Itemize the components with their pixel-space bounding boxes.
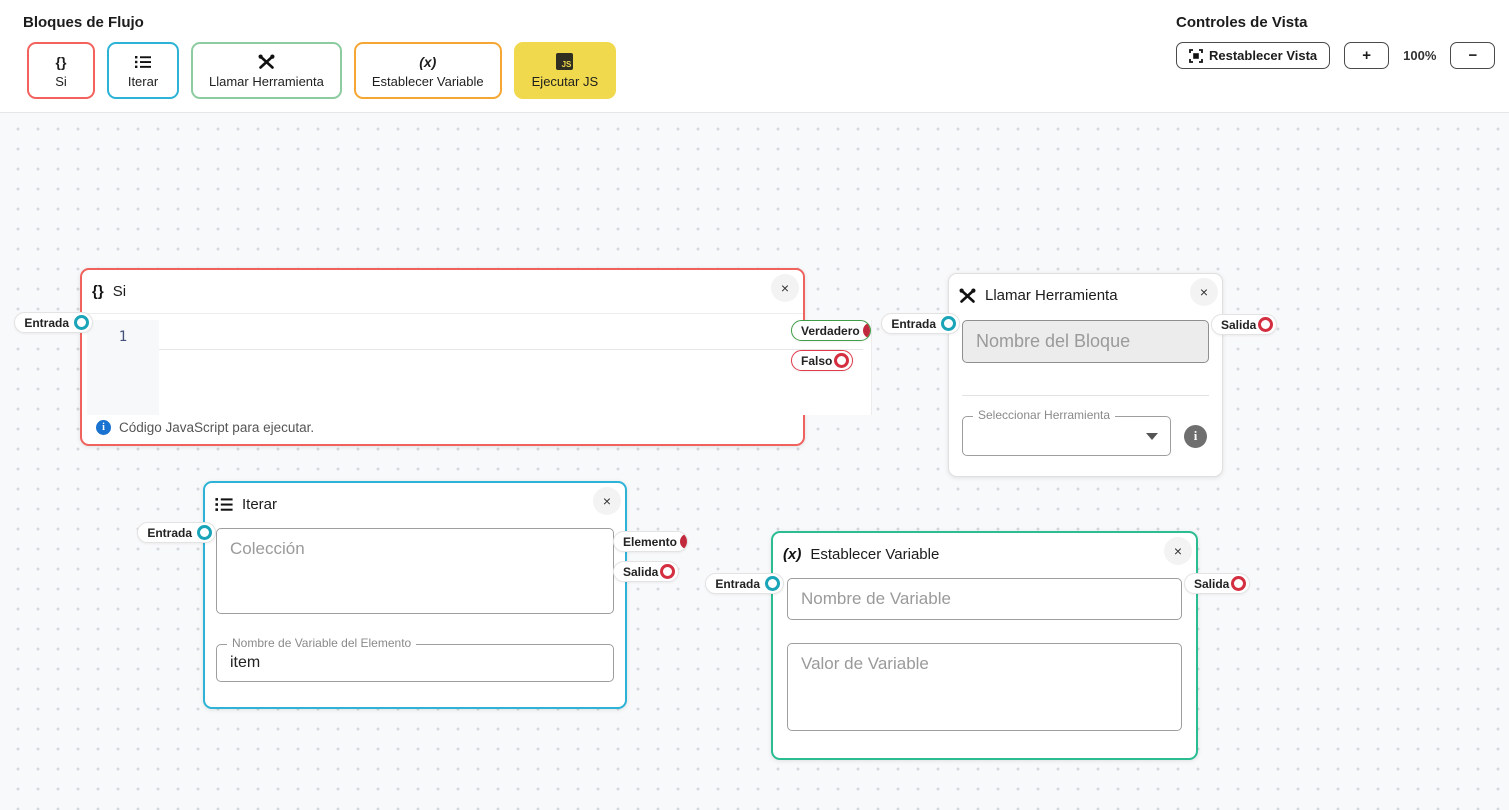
input-handle[interactable] xyxy=(74,315,89,330)
center-focus-icon xyxy=(1189,48,1203,63)
palette-block-establecer-label: Establecer Variable xyxy=(371,73,484,89)
si-helper-text: Código JavaScript para ejecutar. xyxy=(119,420,315,435)
port-salida-label: Salida xyxy=(1194,576,1230,591)
tool-select[interactable]: Seleccionar Herramienta xyxy=(962,408,1171,456)
false-output-handle[interactable] xyxy=(834,353,850,368)
flow-canvas[interactable]: {} Si × 1 i Código JavaScript para ejecu… xyxy=(0,113,1509,810)
true-output-handle[interactable] xyxy=(862,323,870,338)
node-llamar-header[interactable]: Llamar Herramienta × xyxy=(949,274,1222,317)
helper-text-row: i Código JavaScript para ejecutar. xyxy=(96,420,314,435)
port-entrada[interactable]: Entrada xyxy=(137,522,216,543)
top-toolbar: Bloques de Flujo {} Si Iterar Llamar Her… xyxy=(0,0,1509,113)
port-entrada-label: Entrada xyxy=(891,316,936,331)
palette-block-llamar-herramienta[interactable]: Llamar Herramienta xyxy=(191,42,342,99)
port-entrada-label: Entrada xyxy=(147,525,192,540)
palette-title: Bloques de Flujo xyxy=(23,14,144,31)
code-editor[interactable]: 1 xyxy=(87,320,872,415)
close-icon[interactable]: × xyxy=(771,274,799,302)
item-variable-field[interactable]: Nombre de Variable del Elemento xyxy=(216,636,614,682)
port-entrada[interactable]: Entrada xyxy=(881,313,960,334)
zoom-in-button[interactable]: + xyxy=(1344,42,1390,69)
node-iterar[interactable]: Iterar × Nombre de Variable del Elemento… xyxy=(137,481,689,709)
list-icon xyxy=(135,53,151,71)
close-icon[interactable]: × xyxy=(593,487,621,515)
list-icon xyxy=(215,497,233,512)
zoom-level: 100% xyxy=(1403,48,1437,63)
port-entrada[interactable]: Entrada xyxy=(705,573,784,594)
item-variable-input[interactable] xyxy=(217,645,613,681)
palette-block-ejecutar-js-label: Ejecutar JS xyxy=(531,73,599,89)
item-variable-label: Nombre de Variable del Elemento xyxy=(227,636,417,651)
port-salida[interactable]: Salida xyxy=(1211,314,1278,335)
palette-block-llamar-label: Llamar Herramienta xyxy=(209,73,324,89)
block-name-input[interactable] xyxy=(962,320,1209,363)
close-icon[interactable]: × xyxy=(1190,278,1218,306)
palette-block-establecer-variable[interactable]: (x) Establecer Variable xyxy=(353,42,502,99)
node-establecer-title: Establecer Variable xyxy=(810,546,940,563)
close-icon[interactable]: × xyxy=(1164,537,1192,565)
port-salida-label: Salida xyxy=(623,564,659,579)
info-icon[interactable]: i xyxy=(1184,424,1207,448)
port-salida-label: Salida xyxy=(1221,317,1257,332)
palette-block-iterar-label: Iterar xyxy=(127,73,159,89)
palette-block-ejecutar-js[interactable]: JS Ejecutar JS xyxy=(513,42,617,99)
tool-select-label: Seleccionar Herramienta xyxy=(973,408,1116,423)
node-si-title: Si xyxy=(112,283,127,300)
node-llamar-title: Llamar Herramienta xyxy=(985,287,1118,304)
port-elemento-label: Elemento xyxy=(623,534,678,549)
port-salida[interactable]: Salida xyxy=(1184,573,1251,594)
node-iterar-header[interactable]: Iterar × xyxy=(205,483,625,526)
view-controls-title: Controles de Vista xyxy=(1176,14,1308,31)
port-verdadero-label: Verdadero xyxy=(801,323,860,338)
view-controls: Restablecer Vista + 100% − xyxy=(1176,42,1496,69)
port-falso[interactable]: Falso xyxy=(791,350,854,371)
reset-view-button[interactable]: Restablecer Vista xyxy=(1176,42,1331,69)
port-entrada[interactable]: Entrada xyxy=(14,312,93,333)
variable-name-input[interactable] xyxy=(787,578,1182,620)
port-verdadero[interactable]: Verdadero xyxy=(791,320,871,341)
input-handle[interactable] xyxy=(197,525,212,540)
port-falso-label: Falso xyxy=(801,353,833,368)
input-handle[interactable] xyxy=(765,576,780,591)
js-icon: JS xyxy=(556,53,574,71)
output-handle[interactable] xyxy=(1231,576,1247,591)
node-establecer-variable[interactable]: (x) Establecer Variable × Entrada Salida xyxy=(705,531,1251,760)
braces-icon: {} xyxy=(55,53,67,70)
variable-icon: (x) xyxy=(419,53,437,70)
tools-icon xyxy=(959,288,976,304)
divider xyxy=(962,395,1209,396)
port-entrada-label: Entrada xyxy=(24,315,69,330)
output-handle[interactable] xyxy=(1258,317,1274,332)
palette-block-si-label: Si xyxy=(55,73,67,89)
collection-textarea[interactable] xyxy=(216,528,614,614)
line-number-gutter: 1 xyxy=(87,320,159,415)
tools-icon xyxy=(258,53,275,71)
zoom-out-button[interactable]: − xyxy=(1450,42,1496,69)
node-iterar-title: Iterar xyxy=(242,496,278,513)
port-entrada-label: Entrada xyxy=(715,576,760,591)
node-establecer-header[interactable]: (x) Establecer Variable × xyxy=(773,533,1196,576)
input-handle[interactable] xyxy=(941,316,956,331)
port-elemento[interactable]: Elemento xyxy=(613,531,689,552)
variable-value-textarea[interactable] xyxy=(787,643,1182,731)
reset-view-label: Restablecer Vista xyxy=(1209,48,1318,63)
chevron-down-icon xyxy=(1146,433,1158,440)
code-line[interactable] xyxy=(159,322,863,350)
output-handle[interactable] xyxy=(660,564,676,579)
port-salida[interactable]: Salida xyxy=(613,561,680,582)
node-si[interactable]: {} Si × 1 i Código JavaScript para ejecu… xyxy=(14,268,872,446)
palette-block-iterar[interactable]: Iterar xyxy=(107,42,179,99)
info-icon: i xyxy=(96,420,111,435)
variable-icon: (x) xyxy=(783,546,802,563)
node-si-header[interactable]: {} Si × xyxy=(82,270,803,313)
braces-icon: {} xyxy=(92,283,104,300)
code-editor-content[interactable] xyxy=(159,320,872,415)
divider xyxy=(82,313,803,314)
node-llamar-herramienta[interactable]: Llamar Herramienta × Seleccionar Herrami… xyxy=(881,273,1278,477)
palette-block-si[interactable]: {} Si xyxy=(27,42,95,99)
element-output-handle[interactable] xyxy=(680,534,688,549)
block-palette: {} Si Iterar Llamar Herramienta (x) Esta… xyxy=(27,42,617,99)
